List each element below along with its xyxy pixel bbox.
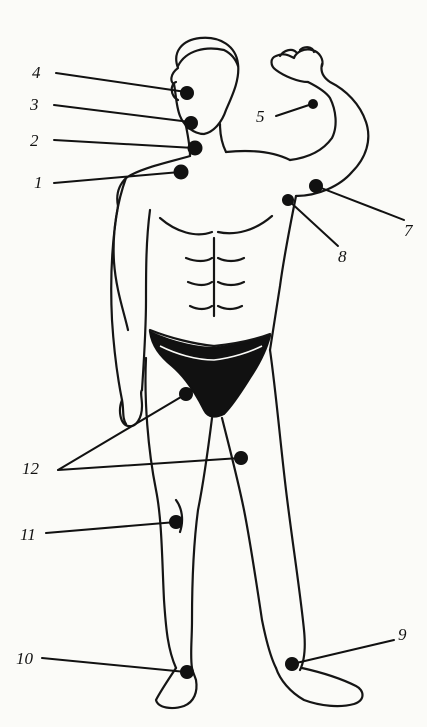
- leader-line-1: [54, 172, 180, 183]
- leader-line-4: [56, 73, 186, 92]
- point-5: [308, 99, 318, 109]
- label-9: 9: [398, 626, 407, 643]
- label-10: 10: [16, 650, 33, 667]
- label-2: 2: [30, 132, 39, 149]
- right-shoulder: [226, 151, 290, 160]
- abs-2: [188, 282, 244, 285]
- label-8: 8: [338, 248, 347, 265]
- raised-arm-inner: [296, 64, 368, 196]
- label-5: 5: [256, 108, 265, 125]
- point-12b: [234, 451, 248, 465]
- leader-line-2: [54, 140, 194, 148]
- raised-hand: [272, 49, 323, 82]
- right-leg-outer: [270, 350, 305, 670]
- point-1: [174, 165, 189, 180]
- label-3: 3: [30, 96, 39, 113]
- raised-arm-outer: [290, 82, 336, 160]
- point-2: [188, 141, 203, 156]
- right-torso-side: [270, 196, 296, 350]
- leader-line-9: [292, 640, 394, 664]
- leader-line-7: [316, 186, 404, 220]
- right-foot: [276, 668, 363, 706]
- point-4: [180, 86, 194, 100]
- left-leg-inner: [191, 418, 212, 668]
- right-leg-inner: [222, 418, 276, 668]
- abs-3: [190, 306, 242, 309]
- left-torso-side: [114, 178, 128, 330]
- label-11: 11: [20, 526, 36, 543]
- leader-line-11: [46, 522, 176, 533]
- point-7: [309, 179, 323, 193]
- point-11: [169, 515, 183, 529]
- point-10: [180, 665, 194, 679]
- leader-line-12b: [58, 458, 240, 470]
- left-leg-outer: [145, 358, 176, 668]
- left-shoulder: [117, 156, 190, 206]
- leader-line-10: [42, 658, 186, 672]
- leader-line-8: [288, 200, 338, 246]
- chest-left: [160, 218, 212, 234]
- hair: [178, 49, 238, 66]
- point-3: [184, 116, 198, 130]
- point-9: [285, 657, 299, 671]
- label-4: 4: [32, 64, 41, 81]
- point-8: [282, 194, 294, 206]
- chest-right: [218, 216, 272, 233]
- label-12: 12: [22, 460, 39, 477]
- point-12a: [179, 387, 193, 401]
- leader-line-5: [276, 104, 312, 116]
- label-1: 1: [34, 174, 43, 191]
- label-7: 7: [404, 222, 413, 239]
- leader-line-3: [54, 105, 190, 122]
